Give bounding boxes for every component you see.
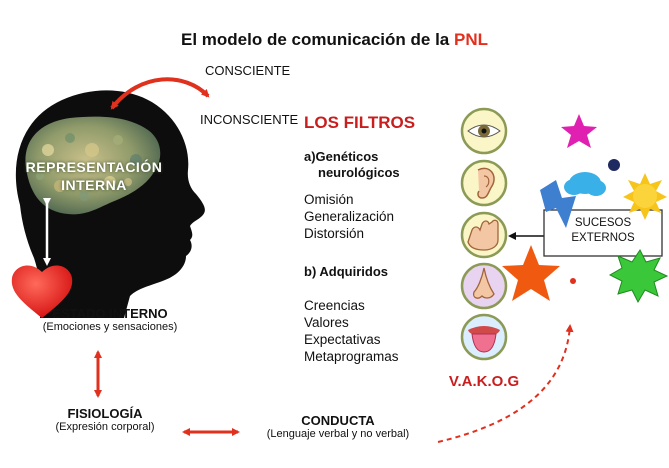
genetic-line1: a)Genéticos [304, 149, 379, 164]
cloud-icon [564, 172, 606, 196]
title-prefix: El modelo de comunicación de la [180, 30, 454, 49]
acquired-item: Creencias [304, 298, 365, 313]
external-events-label: SUCESOS EXTERNOS [544, 216, 662, 246]
unconscious-label: INCONSCIENTE [200, 112, 299, 127]
hand-icon [460, 211, 508, 259]
brain-texture [36, 133, 142, 201]
magenta-star-icon [561, 114, 597, 148]
genetic-item: Omisión [304, 192, 354, 207]
title-accent: PNL [454, 30, 488, 49]
filters-heading: LOS FILTROS [304, 113, 416, 132]
behavior-subtitle: (Lenguaje verbal y no verbal) [266, 428, 410, 440]
physiology-block: FISIOLOGÍA (Expresión corporal) [30, 406, 180, 433]
representation-line1: REPRESENTACIÓN [25, 159, 163, 175]
behavior-title: CONDUCTA [301, 413, 375, 428]
internal-state-block: ESTADO INTERNO (Emociones y sensaciones) [20, 306, 200, 333]
internal-state-subtitle: (Emociones y sensaciones) [42, 321, 178, 333]
external-events-line2: EXTERNOS [571, 232, 635, 244]
sun-icon [623, 173, 667, 220]
acquired-items: Creencias Valores Expectativas Metaprogr… [304, 297, 399, 365]
lightning-icon [540, 180, 576, 228]
red-dot-icon [570, 278, 576, 284]
feedback-dashed-arrow [437, 324, 574, 443]
internal-state-title: ESTADO INTERNO [52, 306, 168, 321]
page-title: El modelo de comunicación de la PNL [0, 30, 669, 50]
behavior-block: CONDUCTA (Lenguaje verbal y no verbal) [248, 413, 428, 440]
genetic-items: Omisión Generalización Distorsión [304, 191, 394, 242]
conscious-label: CONSCIENTE [205, 63, 291, 78]
eye-icon [460, 107, 508, 155]
nose-icon [460, 262, 508, 310]
genetic-item: Generalización [304, 209, 395, 224]
external-events-line1: SUCESOS [574, 217, 632, 229]
acquired-heading: b) Adquiridos [304, 264, 389, 279]
acquired-item: Metaprogramas [304, 349, 399, 364]
representation-line2: INTERNA [61, 177, 127, 193]
genetic-item: Distorsión [304, 226, 365, 241]
conscious-cycle-arrow [110, 77, 210, 110]
internal-representation-label: REPRESENTACIÓN INTERNA [24, 158, 164, 194]
physiology-subtitle: (Expresión corporal) [55, 421, 155, 433]
physiology-title: FISIOLOGÍA [67, 406, 143, 421]
orange-star-icon [502, 245, 560, 301]
navy-dot-icon [608, 159, 620, 171]
vakog-label: V.A.K.O.G [448, 373, 520, 390]
heart-icon [11, 265, 73, 318]
acquired-item: Valores [304, 315, 349, 330]
genetic-line2: neurológicos [318, 165, 400, 180]
acquired-item: Expectativas [304, 332, 381, 347]
ear-icon [460, 159, 508, 207]
green-burst-icon [608, 249, 669, 304]
tongue-icon [460, 313, 508, 361]
